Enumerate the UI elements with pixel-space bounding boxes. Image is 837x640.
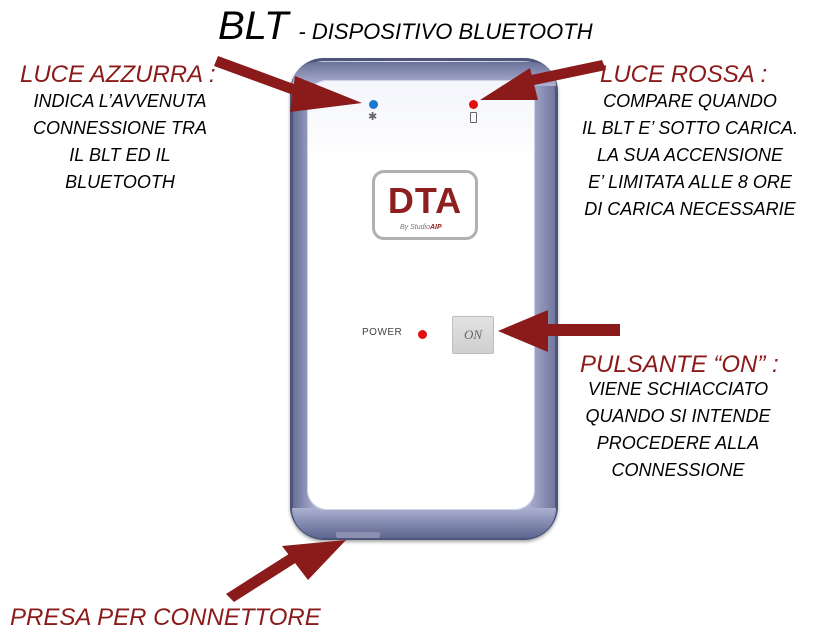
- blue-led-indicator: [369, 100, 378, 109]
- arrow-red-led: [480, 60, 606, 100]
- blue-light-line: IL BLT ED IL: [69, 145, 171, 165]
- red-light-line: E’ LIMITATA ALLE 8 ORE: [588, 172, 792, 192]
- connector-label: PRESA PER CONNETTORE: [10, 604, 321, 631]
- blue-light-description: INDICA L’AVVENUTA CONNESSIONE TRA IL BLT…: [0, 88, 240, 196]
- blue-light-heading: LUCE AZZURRA :: [20, 61, 216, 88]
- arrow-connector: [226, 540, 346, 602]
- arrow-blue-led: [214, 56, 362, 112]
- on-button-description: VIENE SCHIACCIATO QUANDO SI INTENDE PROC…: [558, 376, 798, 484]
- dta-logo: DTA: [387, 180, 463, 221]
- on-button-heading: PULSANTE “ON” :: [580, 351, 779, 378]
- on-button-line: VIENE SCHIACCIATO: [587, 379, 769, 399]
- connector-port: [336, 532, 380, 538]
- blue-light-line: INDICA L’AVVENUTA: [33, 91, 207, 111]
- title-sub: - DISPOSITIVO BLUETOOTH: [298, 19, 593, 44]
- title-main: BLT: [218, 4, 289, 48]
- battery-icon: [470, 112, 477, 123]
- red-light-description: COMPARE QUANDO IL BLT E’ SOTTO CARICA. L…: [560, 88, 820, 223]
- logo-brand: AIP: [429, 224, 442, 231]
- red-light-line: COMPARE QUANDO: [603, 91, 777, 111]
- page-title: BLT - DISPOSITIVO BLUETOOTH: [218, 4, 593, 49]
- bluetooth-icon: ✱: [368, 111, 378, 123]
- logo-by-text: By Studio: [400, 224, 430, 231]
- power-label: POWER: [362, 327, 403, 338]
- logo-byline: By StudioAIP: [400, 224, 442, 231]
- red-light-line: LA SUA ACCENSIONE: [596, 145, 784, 165]
- blue-light-line: BLUETOOTH: [65, 172, 175, 192]
- red-light-heading: LUCE ROSSA :: [600, 61, 768, 88]
- on-button-line: CONNESSIONE: [611, 460, 745, 480]
- red-light-line: IL BLT E’ SOTTO CARICA.: [581, 118, 799, 138]
- on-button-line: PROCEDERE ALLA: [596, 433, 760, 453]
- logo-frame: [372, 170, 478, 240]
- on-button[interactable]: ON: [452, 316, 494, 354]
- power-led-indicator: [418, 330, 427, 339]
- red-led-indicator: [469, 100, 478, 109]
- arrow-on-button: [498, 310, 620, 352]
- device-face: [307, 80, 535, 510]
- red-light-line: DI CARICA NECESSARIE: [584, 199, 796, 219]
- on-button-line: QUANDO SI INTENDE: [585, 406, 771, 426]
- blue-light-line: CONNESSIONE TRA: [32, 118, 208, 138]
